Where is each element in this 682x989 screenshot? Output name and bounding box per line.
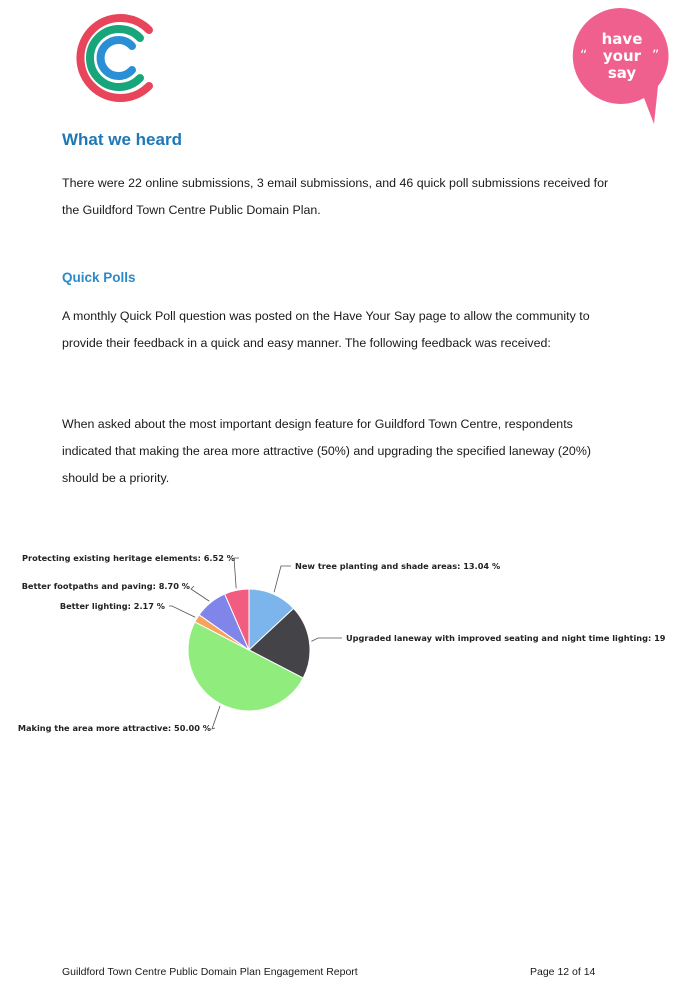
have-your-say-logo: “ ” have your say <box>572 7 669 124</box>
pie-leader-line <box>190 585 210 602</box>
pie-data-label: Making the area more attractive: 50.00 % <box>18 723 211 733</box>
pie-data-label: Better footpaths and paving: 8.70 % <box>22 581 190 591</box>
pie-slice <box>248 607 311 679</box>
footer-title: Guildford Town Centre Public Domain Plan… <box>62 966 358 978</box>
poll-result-paragraph: When asked about the most important desi… <box>62 417 591 485</box>
pie-data-label: Protecting existing heritage elements: 6… <box>22 553 235 563</box>
footer-page-number: Page 12 of 14 <box>530 966 596 978</box>
hys-word-2: your <box>603 47 642 65</box>
pie-slice <box>187 621 304 712</box>
quick-poll-pie-chart: New tree planting and shade areas: 13.04… <box>18 553 666 733</box>
pie-leader-line <box>273 565 291 593</box>
pie-data-label: New tree planting and shade areas: 13.04… <box>295 561 500 571</box>
hys-word-3: say <box>608 64 637 82</box>
pie-leader-line <box>233 557 239 589</box>
intro-paragraph: There were 22 online submissions, 3 emai… <box>62 176 609 217</box>
quick-polls-heading: Quick Polls <box>62 270 136 285</box>
pie-data-label: Upgraded laneway with improved seating a… <box>346 633 666 643</box>
section-heading: What we heard <box>62 130 182 149</box>
pie-leader-line <box>211 705 221 730</box>
svg-text:“: “ <box>580 48 587 64</box>
pie-data-label: Better lighting: 2.17 % <box>60 601 165 611</box>
pie-leader-line <box>311 637 342 642</box>
poll-intro-paragraph: A monthly Quick Poll question was posted… <box>62 309 590 350</box>
pie-slice <box>224 588 250 651</box>
pie-leader-line <box>169 605 196 618</box>
svg-text:”: ” <box>652 48 659 64</box>
council-logo-icon <box>76 14 153 102</box>
hys-word-1: have <box>602 30 643 48</box>
